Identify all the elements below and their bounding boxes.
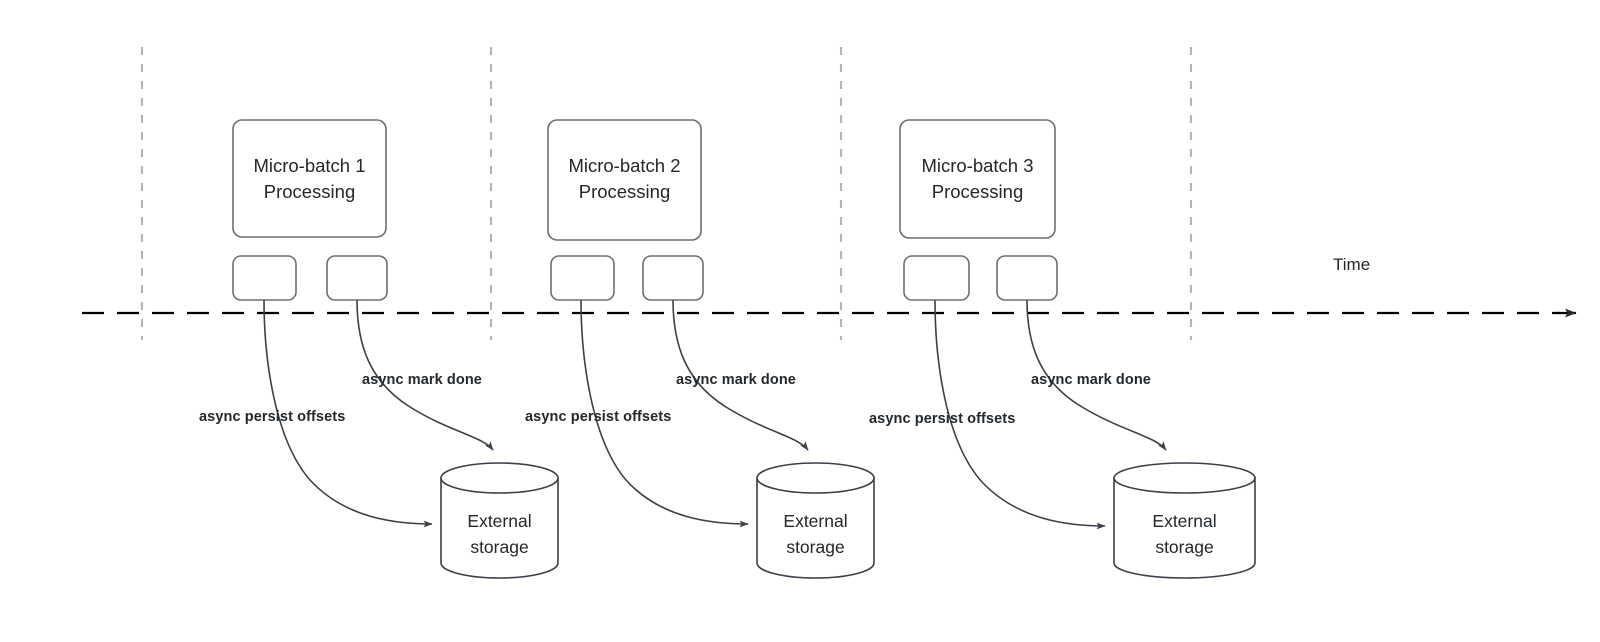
async-mark-done-label-1: async mark done: [362, 372, 482, 388]
microbatch-1-task-box-a[interactable]: [232, 255, 297, 301]
async-persist-offsets-label-2: async persist offsets: [525, 409, 672, 425]
time-axis-label: Time: [1333, 255, 1371, 274]
external-storage-cylinder-1[interactable]: External storage: [440, 462, 559, 579]
async-persist-offsets-arrow-3: [934, 299, 1106, 530]
async-persist-offsets-arrow-2: [580, 299, 749, 528]
microbatch-2-task-box-a[interactable]: [550, 255, 615, 301]
async-mark-done-arrow-1: [356, 299, 494, 451]
async-mark-done-label-2: async mark done: [676, 372, 796, 388]
microbatch-3-task-box-b[interactable]: [996, 255, 1058, 301]
group-3: Micro-batch 3 Processing External storag…: [899, 119, 1256, 579]
microbatch-1-task-box-b[interactable]: [326, 255, 388, 301]
async-mark-done-label-3: async mark done: [1031, 372, 1151, 388]
group-2: Micro-batch 2 Processing External storag…: [547, 119, 875, 579]
external-storage-cylinder-3[interactable]: External storage: [1113, 462, 1256, 579]
external-storage-2-label-line1: External: [783, 511, 847, 531]
external-storage-2-label-line2: storage: [786, 537, 844, 557]
microbatch-box-2[interactable]: [547, 119, 702, 241]
async-persist-offsets-arrow-1: [263, 299, 433, 528]
async-persist-offsets-label-1: async persist offsets: [199, 409, 346, 425]
async-persist-offsets-label-3: async persist offsets: [869, 411, 1016, 427]
external-storage-3-label-line1: External: [1152, 511, 1216, 531]
external-storage-cylinder-2[interactable]: External storage: [756, 462, 875, 579]
async-mark-done-arrow-2: [672, 299, 809, 451]
external-storage-1-label-line2: storage: [470, 537, 528, 557]
microbatch-2-task-box-b[interactable]: [642, 255, 704, 301]
microbatch-box-1-label-line1: Micro-batch 1: [253, 155, 365, 176]
microbatch-3-task-box-a[interactable]: [903, 255, 970, 301]
microbatch-box-3-label-line1: Micro-batch 3: [921, 155, 1033, 176]
microbatch-box-1[interactable]: [232, 119, 387, 238]
async-mark-done-arrow-3: [1026, 299, 1167, 451]
external-storage-3-label-line2: storage: [1155, 537, 1213, 557]
microbatch-box-2-label-line1: Micro-batch 2: [568, 155, 680, 176]
microbatch-box-1-label-line2: Processing: [264, 181, 356, 202]
external-storage-1-label-line1: External: [467, 511, 531, 531]
microbatch-box-3-label-line2: Processing: [932, 181, 1024, 202]
group-1: Micro-batch 1 Processing External storag…: [232, 119, 559, 579]
microbatch-box-2-label-line2: Processing: [579, 181, 671, 202]
microbatch-box-3[interactable]: [899, 119, 1056, 239]
timeline-tick-lines: [140, 47, 1193, 340]
